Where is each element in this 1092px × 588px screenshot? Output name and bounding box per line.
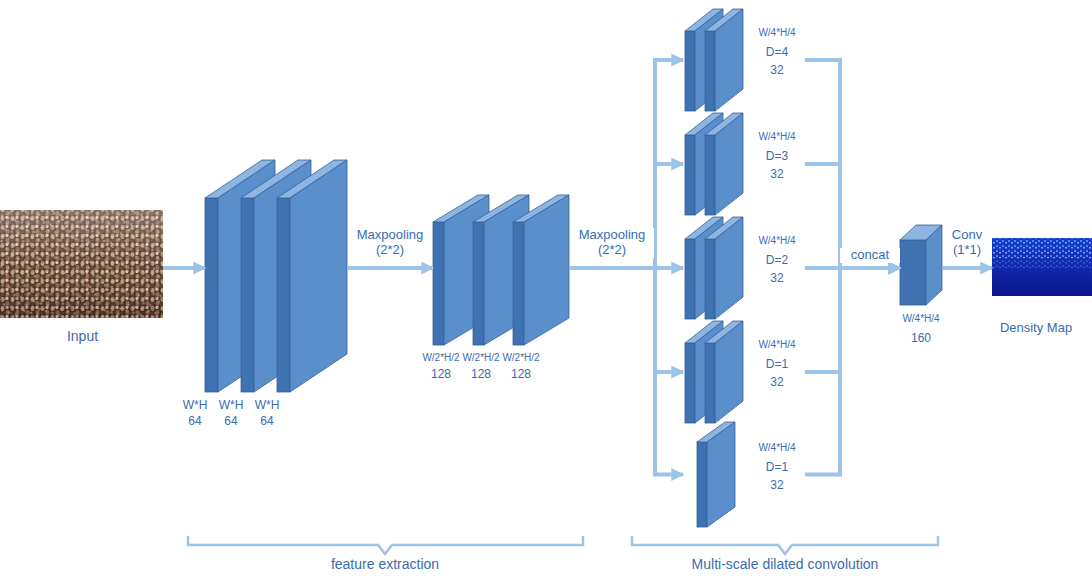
conv-block: W*H64W*H64W*H64 xyxy=(205,160,347,392)
flow-arrow xyxy=(569,164,683,268)
node-label: W/4*H/4 xyxy=(749,339,805,351)
node-label: W*H xyxy=(175,398,215,412)
edge-label: Conv (1*1) xyxy=(945,228,989,258)
node-label: 128 xyxy=(458,367,504,381)
flow-arrow xyxy=(942,266,992,270)
flow-arrow xyxy=(163,266,205,270)
node-label: 64 xyxy=(247,414,287,428)
flow-arrow xyxy=(347,266,433,270)
crowd-photo xyxy=(0,210,163,318)
section-bracket xyxy=(632,536,938,554)
flow-arrow xyxy=(569,268,683,372)
density-map-image xyxy=(992,238,1092,296)
dilated-branch: W/4*H/4D=4 32 xyxy=(683,9,805,111)
node-label: D=2 xyxy=(749,253,805,267)
edge-label: concat xyxy=(840,248,900,263)
section-bracket xyxy=(188,536,583,554)
node-label: 32 xyxy=(749,271,805,285)
flow-arrow xyxy=(805,268,900,372)
node-label: 32 xyxy=(749,167,805,181)
edge-label: Maxpooling (2*2) xyxy=(570,228,654,258)
node-label: 32 xyxy=(749,478,805,492)
node-label: 128 xyxy=(418,367,464,381)
node-label: W/4*H/4 xyxy=(890,313,952,325)
node-label: D=1 xyxy=(749,460,805,474)
section-label: feature extraction xyxy=(275,556,495,572)
node-label: Density Map xyxy=(988,320,1084,336)
node-label: W/2*H/2 xyxy=(418,352,464,364)
dilated-slabs xyxy=(685,9,743,527)
node-label: 32 xyxy=(749,375,805,389)
flow-arrow xyxy=(569,268,683,475)
node-label: 160 xyxy=(890,331,952,345)
node-label: W/4*H/4 xyxy=(749,27,805,39)
dilated-branch: W/4*H/4D=3 32 xyxy=(683,113,805,215)
section-label: Multi-scale dilated convolution xyxy=(645,556,925,572)
input-image: Input xyxy=(0,210,163,318)
conv-block: W/2*H/2128W/2*H/2128W/2*H/2128 xyxy=(433,195,569,345)
dilated-branch: W/4*H/4D=1 32 xyxy=(683,321,805,423)
flow-arrow xyxy=(805,164,900,268)
node-label: W/2*H/2 xyxy=(498,352,544,364)
node-label: W/4*H/4 xyxy=(749,442,805,454)
conv-slabs xyxy=(205,160,347,392)
concat-block: W/4*H/4160 xyxy=(900,225,942,305)
dilated-branch: W/4*H/4D=2 32 xyxy=(683,217,805,319)
node-label: 128 xyxy=(498,367,544,381)
node-label: D=3 xyxy=(749,149,805,163)
node-label: W*H xyxy=(211,398,251,412)
node-label: W*H xyxy=(247,398,287,412)
dilated-branch: W/4*H/4D=1 32 xyxy=(683,422,805,527)
node-label: W/4*H/4 xyxy=(749,235,805,247)
edge-label: Maxpooling (2*2) xyxy=(348,228,432,258)
flow-arrow xyxy=(805,268,900,475)
node-label: 32 xyxy=(749,63,805,77)
flow-arrow xyxy=(569,60,683,268)
flow-arrow xyxy=(805,60,900,268)
node-label: D=1 xyxy=(749,357,805,371)
node-label: 64 xyxy=(175,414,215,428)
concat-block xyxy=(900,225,942,305)
conv-slabs xyxy=(433,195,569,345)
node-label: W/4*H/4 xyxy=(749,131,805,143)
node-label: W/2*H/2 xyxy=(458,352,504,364)
density-map: Density Map xyxy=(992,238,1092,296)
node-label: Input xyxy=(40,328,125,345)
node-label: D=4 xyxy=(749,45,805,59)
node-label: 64 xyxy=(211,414,251,428)
